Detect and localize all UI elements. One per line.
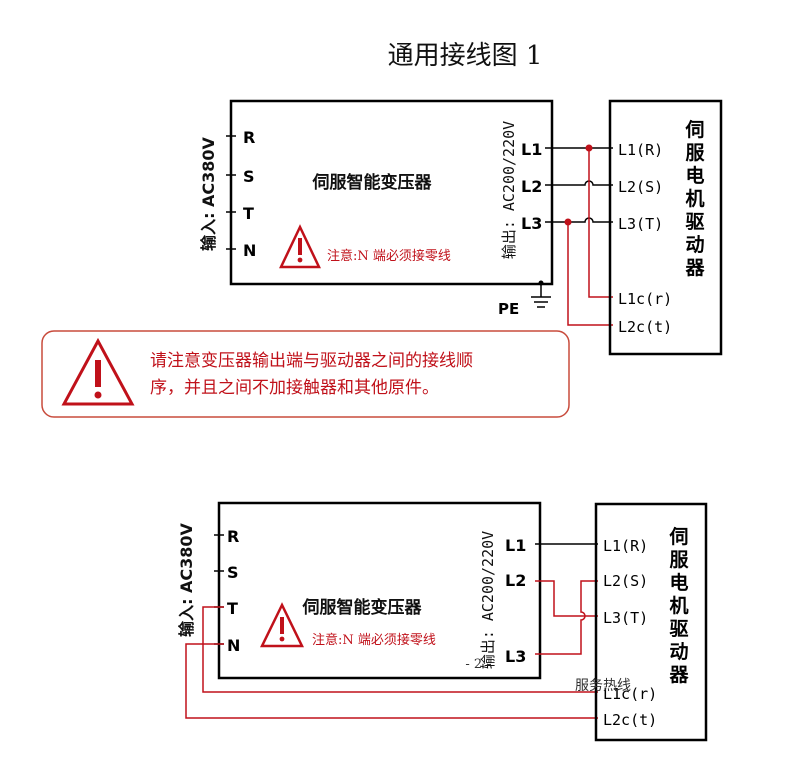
driver-terminal-l2c-1: L2c(t)	[618, 318, 672, 336]
output-label-1: 输出: AC200/220V	[500, 121, 518, 259]
driver-terminal-l1c-1: L1c(r)	[618, 290, 672, 308]
output-terminal-l3-1: L3	[521, 214, 542, 233]
input-label-2: 输入: AC380V	[177, 522, 196, 636]
driver-terminal-l1c-2: L1c(r)	[603, 685, 657, 703]
transformer-name-2: 伺服智能变压器	[302, 597, 423, 618]
output-label-2: 输出: AC200/220V	[479, 531, 497, 669]
notice-line-1: 请注意变压器输出端与驱动器之间的接线顺	[150, 351, 473, 371]
output-terminal-l1-2: L1	[505, 536, 526, 555]
input-terminal-n-1: N	[243, 241, 256, 260]
driver-name-1: 伺服电机驱动器	[684, 119, 705, 279]
driver-terminal-l1-1: L1(R)	[618, 141, 663, 159]
diagram-2: 伺服智能变压器 输入: AC380V R S T N 注意:N 端必须接零线 输…	[177, 501, 708, 742]
pe-label-1: PE	[498, 300, 519, 318]
transformer-name-1: 伺服智能变压器	[312, 172, 433, 193]
page-number: - 2 -	[465, 657, 490, 672]
diagram-1: 伺服智能变压器 输入: AC380V R S T N 注意:N 端必须接零线 输…	[199, 99, 723, 356]
driver-terminal-l2-1: L2(S)	[618, 178, 663, 196]
input-terminal-s-2: S	[227, 563, 239, 582]
transformer-box-2	[217, 501, 542, 680]
warning-note-2: 注意:N 端必须接零线	[312, 632, 436, 648]
input-terminal-r-1: R	[243, 128, 255, 147]
output-terminal-l2-2: L2	[505, 571, 526, 590]
warning-icon-1	[279, 224, 321, 269]
notice-line-2: 序，并且之间不加接触器和其他原件。	[150, 378, 439, 398]
power-wires-1	[545, 147, 613, 223]
driver-terminal-l1-2: L1(R)	[603, 537, 648, 555]
warning-note-1: 注意:N 端必须接零线	[327, 248, 451, 264]
service-hotline: 服务热线	[575, 678, 631, 694]
warning-icon-2	[259, 602, 305, 648]
output-terminal-l2-1: L2	[521, 177, 542, 196]
input-terminal-n-2: N	[227, 636, 240, 655]
output-terminal-l1-1: L1	[521, 140, 542, 159]
warning-icon-notice	[61, 337, 135, 406]
driver-name-2: 伺服电机驱动器	[668, 526, 689, 686]
control-wires-1	[567, 148, 613, 326]
driver-terminal-l2c-2: L2c(t)	[603, 711, 657, 729]
ground-symbol-1	[531, 280, 551, 308]
crossed-wires-2	[185, 580, 598, 719]
driver-terminal-l3-2: L3(T)	[603, 609, 648, 627]
input-terminal-t-2: T	[227, 599, 238, 618]
transformer-box-1	[229, 99, 554, 286]
driver-terminal-l2-2: L2(S)	[603, 572, 648, 590]
input-terminal-r-2: R	[227, 527, 239, 546]
input-terminal-s-1: S	[243, 167, 255, 186]
driver-box-1	[608, 99, 723, 356]
input-label-1: 输入: AC380V	[199, 136, 218, 250]
output-terminal-l3-2: L3	[505, 647, 526, 666]
page-title: 通用接线图 1	[388, 41, 543, 71]
notice-box: 请注意变压器输出端与驱动器之间的接线顺 序，并且之间不加接触器和其他原件。	[41, 330, 570, 418]
driver-box-2	[594, 502, 708, 742]
input-terminal-t-1: T	[243, 204, 254, 223]
junction-dot	[585, 144, 593, 152]
driver-terminal-l3-1: L3(T)	[618, 215, 663, 233]
input-ticks-1	[226, 135, 236, 250]
junction-dot	[564, 218, 572, 226]
